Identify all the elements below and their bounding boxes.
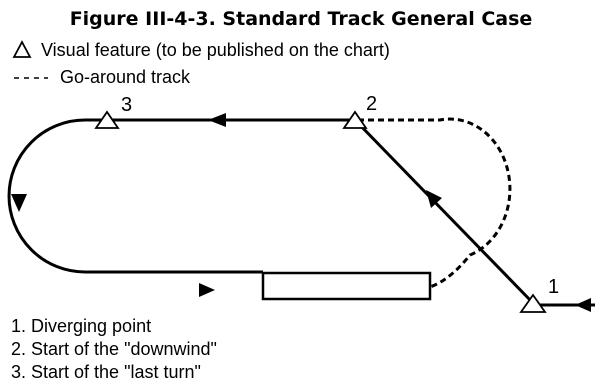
go-around-track <box>358 117 512 289</box>
legend: Visual feature (to be published on the c… <box>12 40 390 87</box>
point-1-label: 1 <box>548 276 559 298</box>
final-arrow-icon <box>199 283 215 297</box>
legend-go-around-label: Go-around track <box>60 67 191 87</box>
point-2-label: 2 <box>366 93 377 115</box>
track-arrows <box>11 113 591 312</box>
note-3: 3. Start of the "last turn" <box>11 362 201 381</box>
point-3-triangle-icon <box>94 110 120 129</box>
outbound-leg <box>353 118 535 305</box>
legend-visual-feature-label: Visual feature (to be published on the c… <box>41 40 390 60</box>
note-1: 1. Diverging point <box>11 316 151 336</box>
last-turn-arc <box>7 118 107 274</box>
point-2-triangle-icon <box>342 110 368 129</box>
legend-triangle-icon <box>12 40 32 58</box>
runway <box>261 271 432 301</box>
entry-arrow-icon <box>575 298 591 312</box>
point-1-triangle-icon <box>519 293 547 313</box>
downwind-arrow-icon <box>208 113 226 127</box>
track <box>7 118 595 307</box>
diagonal-arrow-icon <box>426 190 442 208</box>
visual-features <box>94 110 547 313</box>
figure-title: Figure III-4-3. Standard Track General C… <box>70 8 533 30</box>
note-2: 2. Start of the "downwind" <box>11 339 217 359</box>
point-3-label: 3 <box>121 94 132 116</box>
last-turn-arrow-icon <box>11 194 27 212</box>
notes: 1. Diverging point 2. Start of the "down… <box>11 316 217 381</box>
